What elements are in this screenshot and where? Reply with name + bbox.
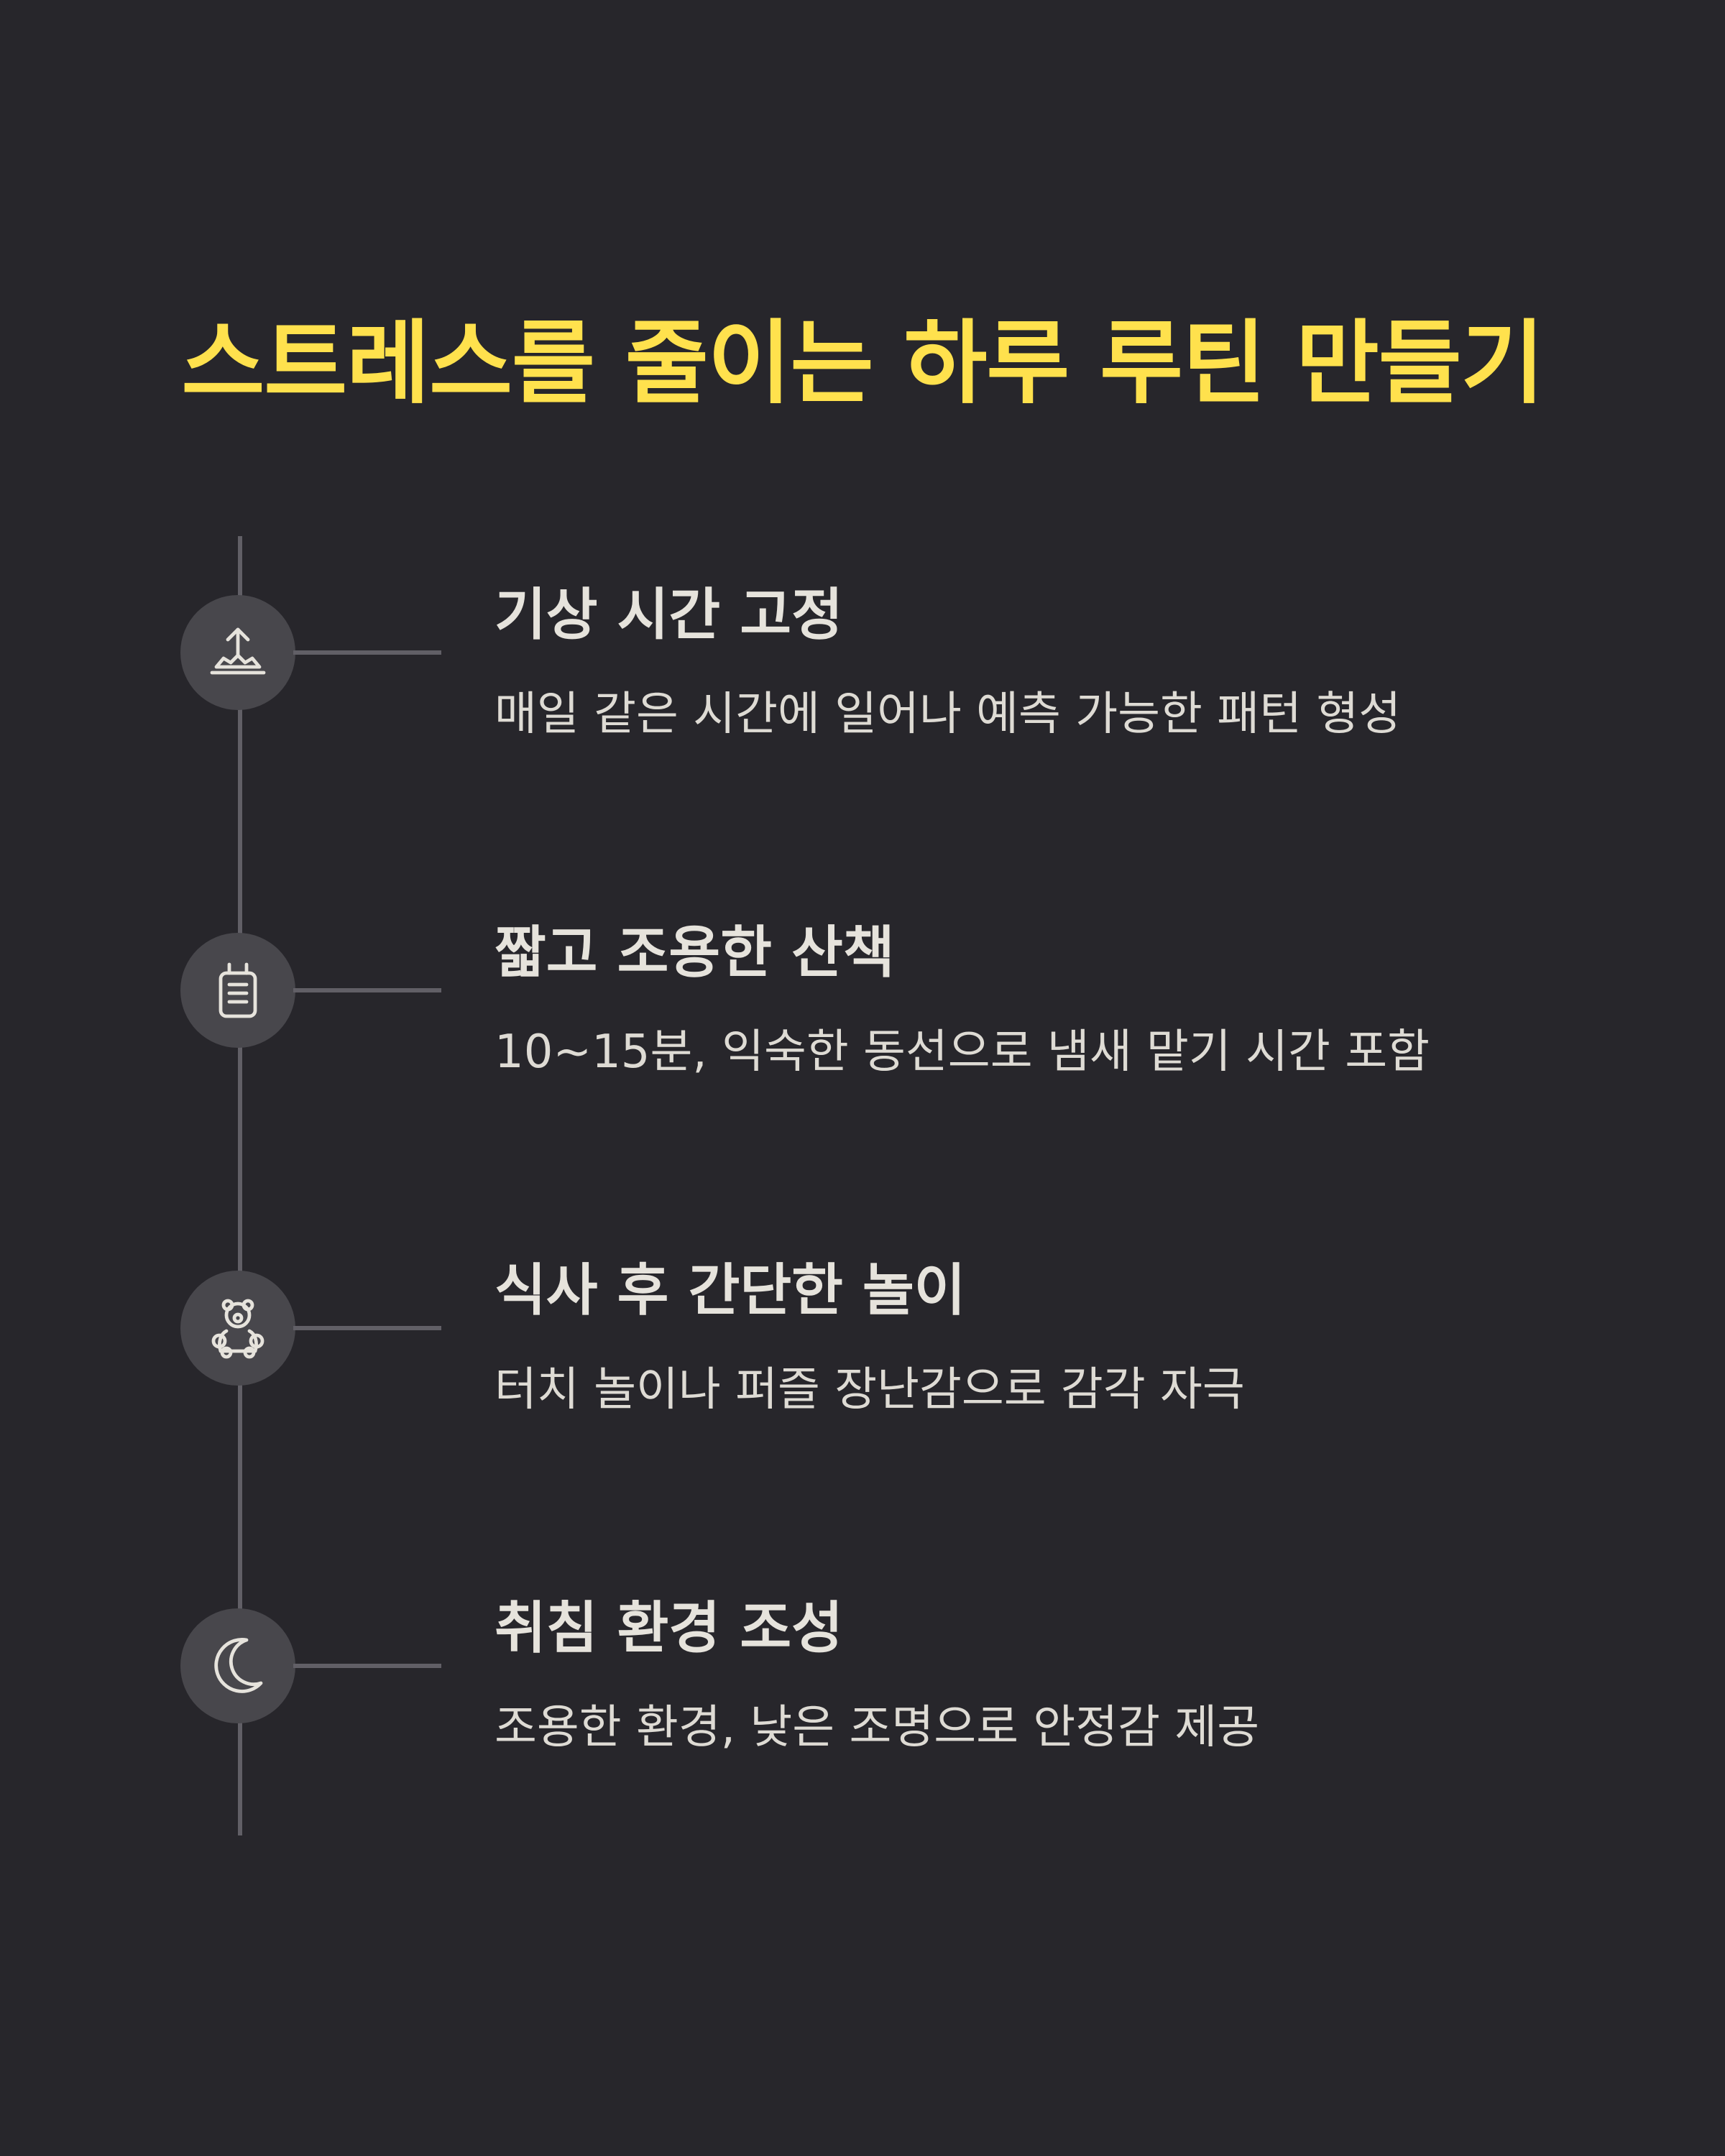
timeline-step: 식사 후 간단한 놀이 터치 놀이나 퍼즐 장난감으로 감각 자극 (0, 1258, 1725, 1486)
step-description: 터치 놀이나 퍼즐 장난감으로 감각 자극 (494, 1363, 1245, 1416)
step-connector (293, 1326, 441, 1330)
step-title: 짧고 조용한 산책 (494, 921, 895, 985)
step-description: 10~15분, 익숙한 동선으로 냄새 맡기 시간 포함 (494, 1026, 1430, 1079)
step-connector (293, 988, 441, 992)
timeline-step: 짧고 조용한 산책 10~15분, 익숙한 동선으로 냄새 맡기 시간 포함 (0, 921, 1725, 1148)
page-title: 스트레스를 줄이는 하루 루틴 만들기 (181, 310, 1544, 416)
step-title: 취침 환경 조성 (494, 1596, 843, 1661)
step-connector (293, 650, 441, 655)
moon-icon (180, 1608, 295, 1723)
step-description: 조용한 환경, 낮은 조명으로 안정감 제공 (494, 1701, 1260, 1754)
step-title: 식사 후 간단한 놀이 (494, 1258, 966, 1323)
walkie-talkie-icon (180, 933, 295, 1048)
sunrise-icon (180, 595, 295, 710)
timeline-step: 기상 시간 고정 매일 같은 시간에 일어나 예측 가능한 패턴 형성 (0, 583, 1725, 811)
step-description: 매일 같은 시간에 일어나 예측 가능한 패턴 형성 (494, 688, 1402, 741)
step-connector (293, 1664, 441, 1668)
teddy-bear-icon (180, 1271, 295, 1386)
timeline-step: 취침 환경 조성 조용한 환경, 낮은 조명으로 안정감 제공 (0, 1596, 1725, 1824)
timeline-line (238, 536, 242, 1835)
step-title: 기상 시간 고정 (494, 583, 843, 648)
